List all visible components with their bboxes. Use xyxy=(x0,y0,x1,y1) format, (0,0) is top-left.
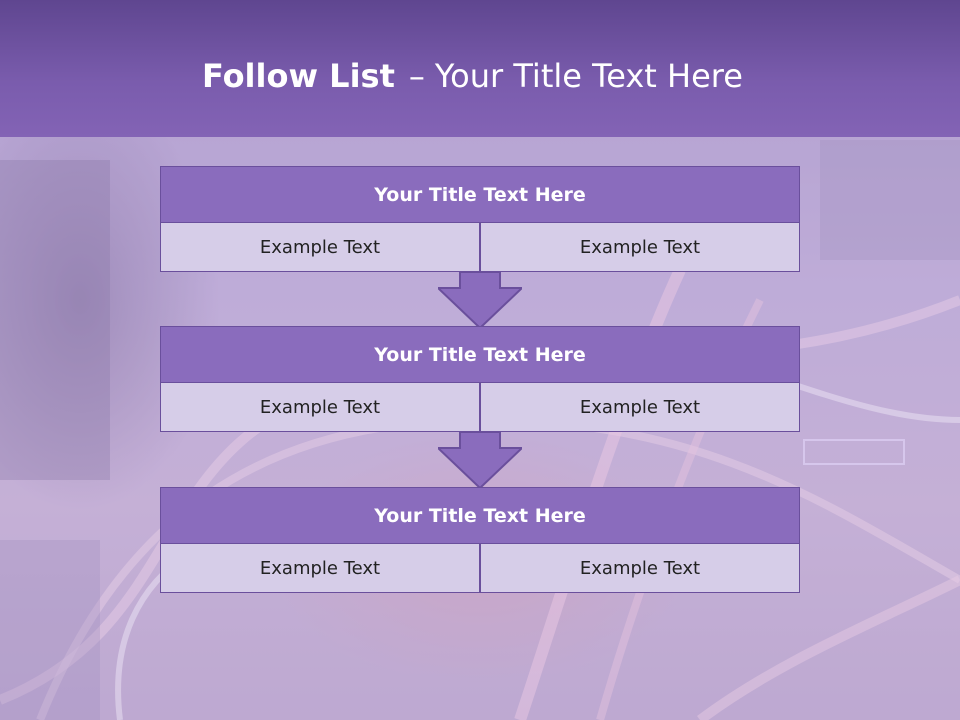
flow-step-left-text: Example Text xyxy=(160,382,480,432)
slide-title-separator: – xyxy=(408,57,425,95)
flow-step-title: Your Title Text Here xyxy=(160,326,800,383)
flow-step-right-text: Example Text xyxy=(480,382,800,432)
flow-step-right-text: Example Text xyxy=(480,543,800,593)
flow-step-left-text: Example Text xyxy=(160,543,480,593)
slide-title-rest: Your Title Text Here xyxy=(434,57,743,95)
flow-step: Your Title Text Here Example Text Exampl… xyxy=(160,326,800,432)
slide-title-bold: Follow List xyxy=(202,57,395,95)
slide-title: Follow List–Your Title Text Here xyxy=(202,52,743,100)
flow-step-title: Your Title Text Here xyxy=(160,166,800,223)
down-arrow-icon xyxy=(438,272,522,330)
flow-step-title: Your Title Text Here xyxy=(160,487,800,544)
flow-step: Your Title Text Here Example Text Exampl… xyxy=(160,166,800,272)
flow-step: Your Title Text Here Example Text Exampl… xyxy=(160,487,800,593)
down-arrow-icon xyxy=(438,432,522,490)
flow-step-right-text: Example Text xyxy=(480,222,800,272)
slide-header: Follow List–Your Title Text Here xyxy=(0,0,960,137)
flow-step-left-text: Example Text xyxy=(160,222,480,272)
